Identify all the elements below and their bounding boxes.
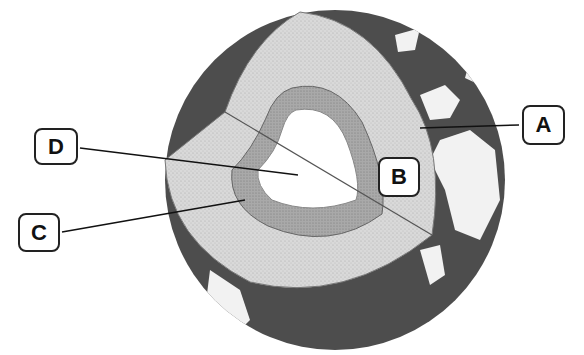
globe-surface	[165, 10, 505, 350]
cut-seam	[225, 112, 432, 235]
leader-line	[80, 148, 298, 175]
layer-letter: A	[536, 114, 552, 136]
label-box: C	[18, 213, 60, 252]
label-box: D	[34, 128, 78, 165]
label-box: A	[522, 105, 565, 145]
inner-core	[258, 109, 358, 208]
layer-letter: C	[31, 222, 47, 244]
leader-line	[420, 125, 519, 128]
leader-line	[62, 200, 245, 232]
mantle	[165, 12, 436, 288]
layer-letter: D	[48, 136, 64, 158]
label-box: B	[378, 157, 420, 197]
layer-letter: B	[391, 166, 407, 188]
